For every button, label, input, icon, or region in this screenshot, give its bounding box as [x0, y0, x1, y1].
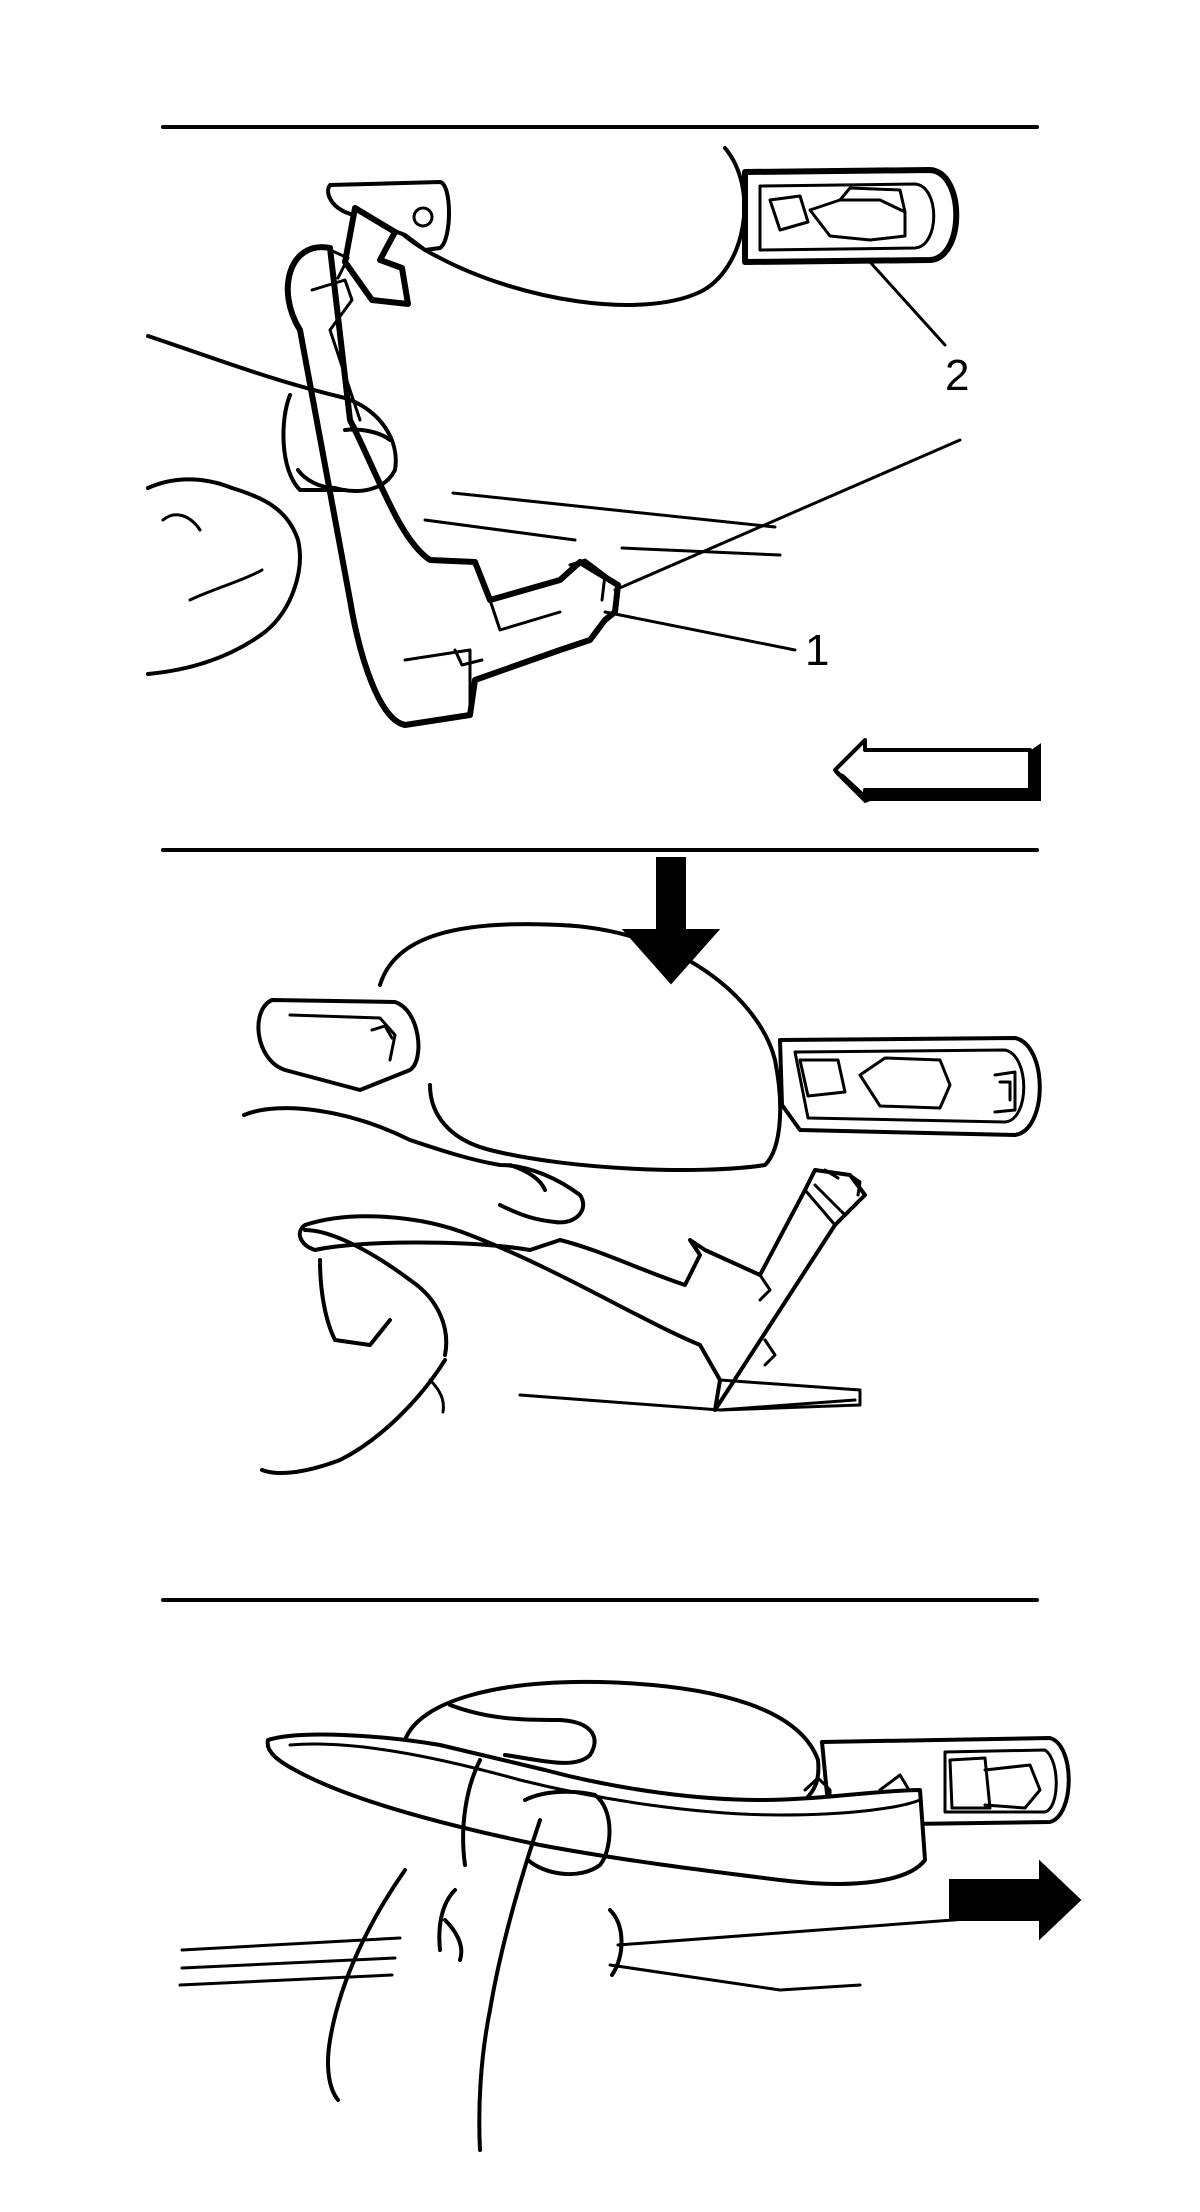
step-2-panel	[161, 848, 1042, 1475]
door-handle-recess-2	[378, 922, 783, 1172]
technician-hand-3	[326, 1703, 624, 2152]
outside-door-handle	[284, 205, 621, 728]
callout-1: 1	[603, 438, 962, 675]
step-1-panel: 1 2	[146, 125, 1041, 804]
handle-bezel-left	[326, 180, 451, 252]
step-3-panel	[161, 1598, 1082, 2152]
callout-2-label: 2	[945, 351, 969, 400]
arrow-right-icon	[949, 1859, 1082, 1941]
outside-door-handle-2	[297, 1168, 867, 1412]
door-body-lines	[423, 491, 782, 557]
handle-bezel-left-2	[256, 998, 421, 1092]
outside-door-handle-3	[265, 1732, 927, 1886]
door-handle-recess-3	[403, 1679, 821, 1802]
callout-2: 2	[868, 260, 969, 400]
technician-hand-2	[242, 1106, 586, 1475]
handle-bezel-right-2	[778, 1036, 1042, 1137]
callout-1-label: 1	[805, 626, 829, 675]
handle-bezel-right	[742, 167, 960, 265]
door-body-lines-3	[178, 1916, 982, 1992]
technician-hand-1	[146, 334, 398, 676]
arrow-down-icon	[621, 857, 721, 985]
arrow-left-icon	[833, 738, 1041, 804]
